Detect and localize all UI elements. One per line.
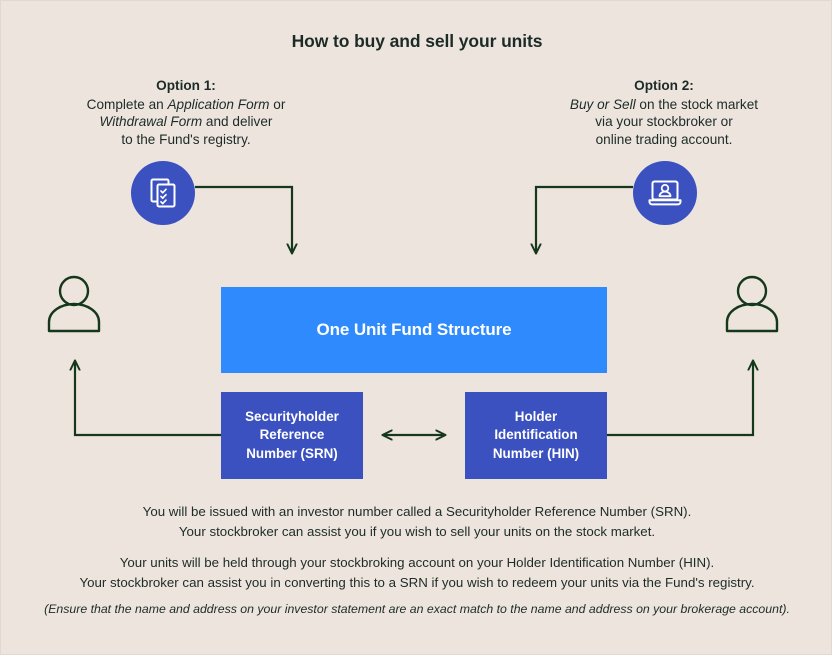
option-1-line-1: Complete an Application Form or	[86, 96, 286, 112]
option-1-heading: Option 1:	[156, 78, 216, 93]
fund-structure-label: One Unit Fund Structure	[316, 320, 512, 339]
srn-explanation-paragraph: You will be issued with an investor numb…	[1, 502, 831, 542]
option-1-text: Option 1: Complete an Application Form o…	[43, 77, 329, 148]
option-2-line-3: online trading account.	[595, 131, 733, 147]
srn-label: Securityholder Reference Number (SRN)	[245, 408, 339, 461]
investor-person-left-icon	[43, 273, 105, 335]
option-1-line-3: to the Fund's registry.	[121, 131, 251, 147]
srn-explanation-line-2: Your stockbroker can assist you if you w…	[178, 524, 656, 539]
arrow-srn-to-investor-left	[75, 361, 221, 437]
arrow-option2-to-fund	[536, 185, 633, 253]
option-2-line-1: Buy or Sell on the stock market	[569, 96, 759, 112]
option-2-line-2: via your stockbroker or	[595, 114, 733, 129]
hin-box: Holder Identification Number (HIN)	[465, 392, 607, 479]
arrow-option1-to-fund	[195, 185, 292, 253]
hin-explanation-line-2: Your stockbroker can assist you in conve…	[79, 575, 755, 590]
page-title: How to buy and sell your units	[291, 31, 543, 51]
footnote-text: (Ensure that the name and address on you…	[44, 602, 790, 616]
srn-explanation-line-1: You will be issued with an investor numb…	[142, 504, 692, 519]
arrow-hin-to-investor-right	[607, 361, 753, 437]
laptop-person-icon	[633, 161, 697, 225]
option-1-line-2: Withdrawal Form and deliver	[99, 114, 273, 129]
hin-label: Holder Identification Number (HIN)	[492, 408, 580, 461]
option-2-text: Option 2: Buy or Sell on the stock marke…	[521, 77, 807, 148]
hin-explanation-line-1: Your units will be held through your sto…	[119, 555, 715, 570]
option-2-heading: Option 2:	[634, 78, 694, 93]
srn-box: Securityholder Reference Number (SRN)	[221, 392, 363, 479]
documents-checklist-icon	[131, 161, 195, 225]
investor-person-right-icon	[721, 273, 783, 335]
hin-explanation-paragraph: Your units will be held through your sto…	[1, 553, 831, 593]
fund-structure-box: One Unit Fund Structure	[221, 287, 607, 373]
